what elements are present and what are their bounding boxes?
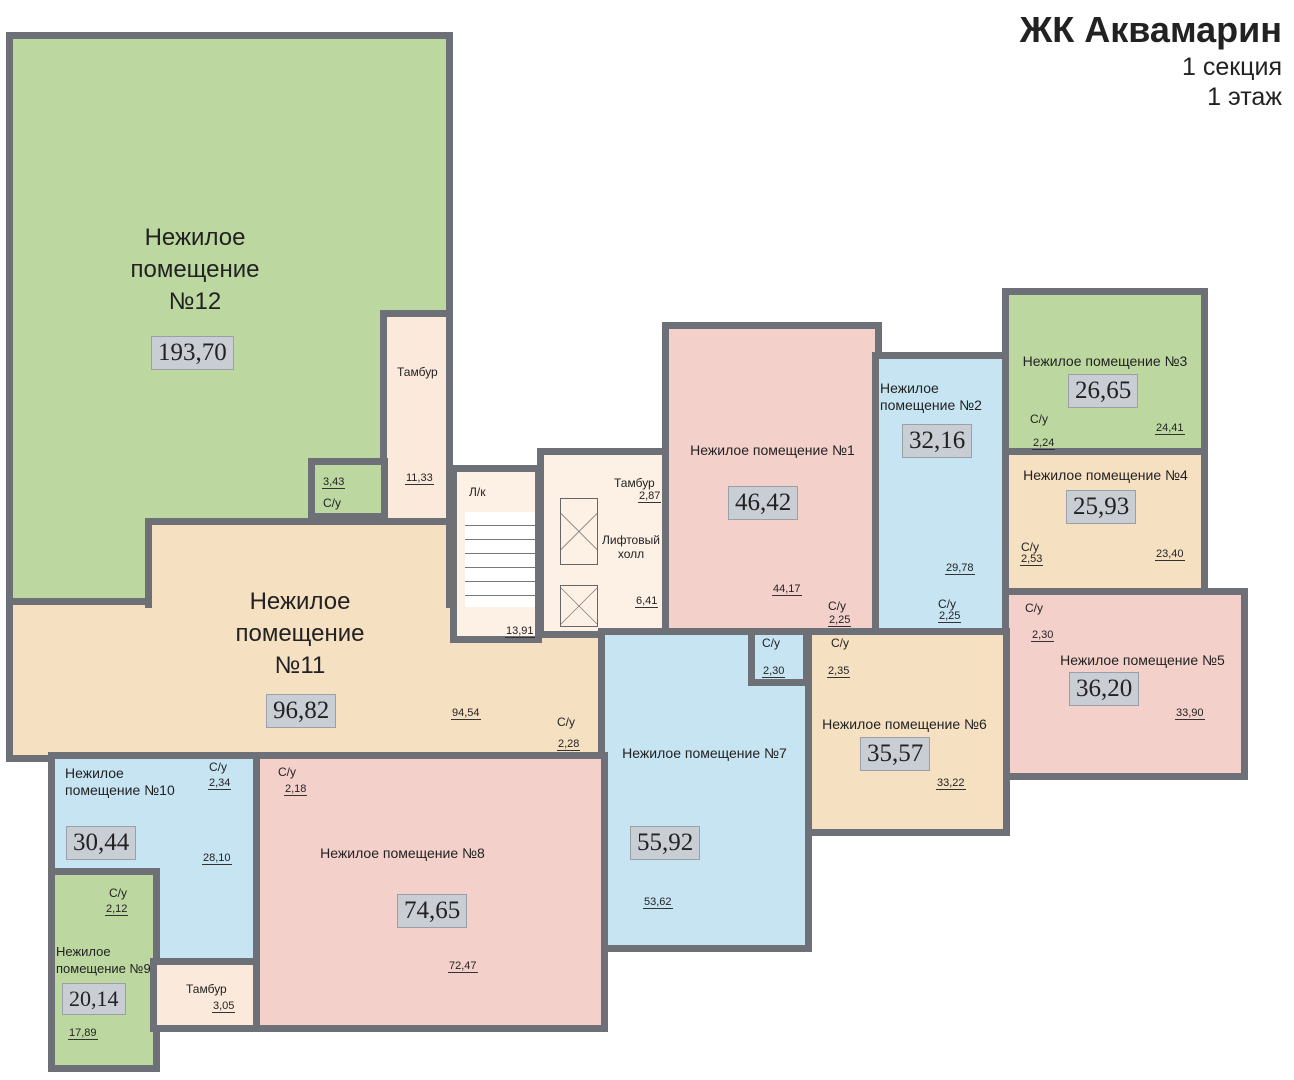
elevator-icon [560,498,598,565]
wc-3-area: 2,24 [1032,437,1056,450]
wc-2-name: С/у [938,597,956,611]
tambur-9-name: Тамбур [186,982,227,996]
wc-1-area: 2,25 [828,614,852,627]
floor-label: 1 этаж [1207,83,1282,111]
room-7-sub: 53,62 [643,896,673,909]
room-8-area: 74,65 [397,894,468,928]
elevator-icon [560,585,598,627]
wc-5-area: 2,30 [1031,629,1055,642]
room-1-name: Нежилое помещение №1 [690,442,855,458]
room-10-name: Нежилое помещение №10 [65,765,175,798]
room-12[interactable] [6,32,453,608]
section-label: 1 секция [1181,53,1282,81]
wc-12-name: С/у [323,496,341,510]
wc-4-area: 2,53 [1020,553,1044,566]
room-4-name: Нежилое помещение №4 [1023,467,1188,483]
wc-6-area: 2,35 [827,665,851,678]
tambur-lift-name: Тамбур [614,476,655,490]
wc-12-area: 3,43 [322,476,346,489]
room-5-name: Нежилое помещение №5 [1060,652,1225,668]
complex-name: ЖК Аквамарин [1019,9,1282,50]
room-1-sub: 44,17 [772,583,802,596]
lift-hall-area: 6,41 [635,595,659,608]
room-8-sub: 72,47 [448,960,478,973]
wc-7 [748,628,810,686]
wc-7-name: С/у [762,636,780,650]
room-2-area: 32,16 [902,424,973,458]
room-7-area: 55,92 [630,826,701,860]
room-9-area: 20,14 [62,983,126,1015]
wc-3-name: С/у [1030,412,1048,426]
wc-9-name: С/у [109,886,127,900]
wc-5-name: С/у [1025,601,1043,615]
tambur-9 [150,958,260,1032]
wc-2-area: 2,25 [938,610,962,623]
room-9-name: Нежилое помещение №9 [56,944,151,976]
room-1-area: 46,42 [728,486,799,520]
wc-8-name: С/у [278,765,296,779]
room-3-area: 26,65 [1068,374,1139,408]
tambur-lift-area: 2,87 [638,490,662,503]
room-11-upper [145,518,453,608]
wc-1-name: С/у [828,599,846,613]
tambur-12-name: Тамбур [397,365,438,379]
tambur-12-area: 11,33 [405,472,434,485]
room-6-name: Нежилое помещение №6 [822,716,987,732]
stair-name: Л/к [469,485,486,499]
room-11-name: Нежилое помещение №11 [235,588,365,679]
room-4[interactable] [1002,448,1208,596]
tambur-12[interactable] [380,310,453,525]
room-6-sub: 33,22 [936,777,966,790]
room-4-area: 25,93 [1066,490,1137,524]
room-10-area: 30,44 [66,826,137,860]
room-4-sub: 23,40 [1155,548,1185,561]
room-5-sub: 33,90 [1175,707,1205,720]
wc-4-name: С/у [1021,540,1039,554]
wc-9-area: 2,12 [105,903,129,916]
room-5-area: 36,20 [1069,672,1140,706]
room-2-name: Нежилое помещение №2 [880,380,982,413]
wc-11-name: С/у [557,715,575,729]
plan-title: ЖК Аквамарин 1 секция 1 этаж [1020,8,1282,112]
wc-10-name: С/у [209,760,227,774]
lift-hall-name: Лифтовый холл [602,533,660,561]
wc-11-area: 2,28 [557,738,581,751]
room-11-area: 96,82 [266,694,337,728]
wc-10-area: 2,34 [208,777,232,790]
stairs-icon [465,512,535,607]
room-11-sub: 94,54 [451,707,481,720]
room-3[interactable] [1002,288,1208,458]
room-12-area: 193,70 [151,336,234,370]
room-9-sub: 17,89 [68,1027,98,1040]
wc-8-area: 2,18 [284,783,308,796]
wc-6-name: С/у [831,636,849,650]
room-7-name: Нежилое помещение №7 [622,745,787,761]
room-3-sub: 24,41 [1155,422,1185,435]
room-10-sub: 28,10 [202,852,232,865]
room-12-name: Нежилое помещение №12 [130,224,260,315]
wc-12 [308,458,388,520]
stair-area: 13,91 [505,625,535,638]
room-8-name: Нежилое помещение №8 [320,845,485,861]
tambur-9-area: 3,05 [212,1000,236,1013]
room-6-area: 35,57 [860,737,931,771]
room-6[interactable] [802,628,1010,836]
room-3-name: Нежилое помещение №3 [1022,353,1188,369]
wc-7-area: 2,30 [762,665,786,678]
room-2-sub: 29,78 [945,562,975,575]
